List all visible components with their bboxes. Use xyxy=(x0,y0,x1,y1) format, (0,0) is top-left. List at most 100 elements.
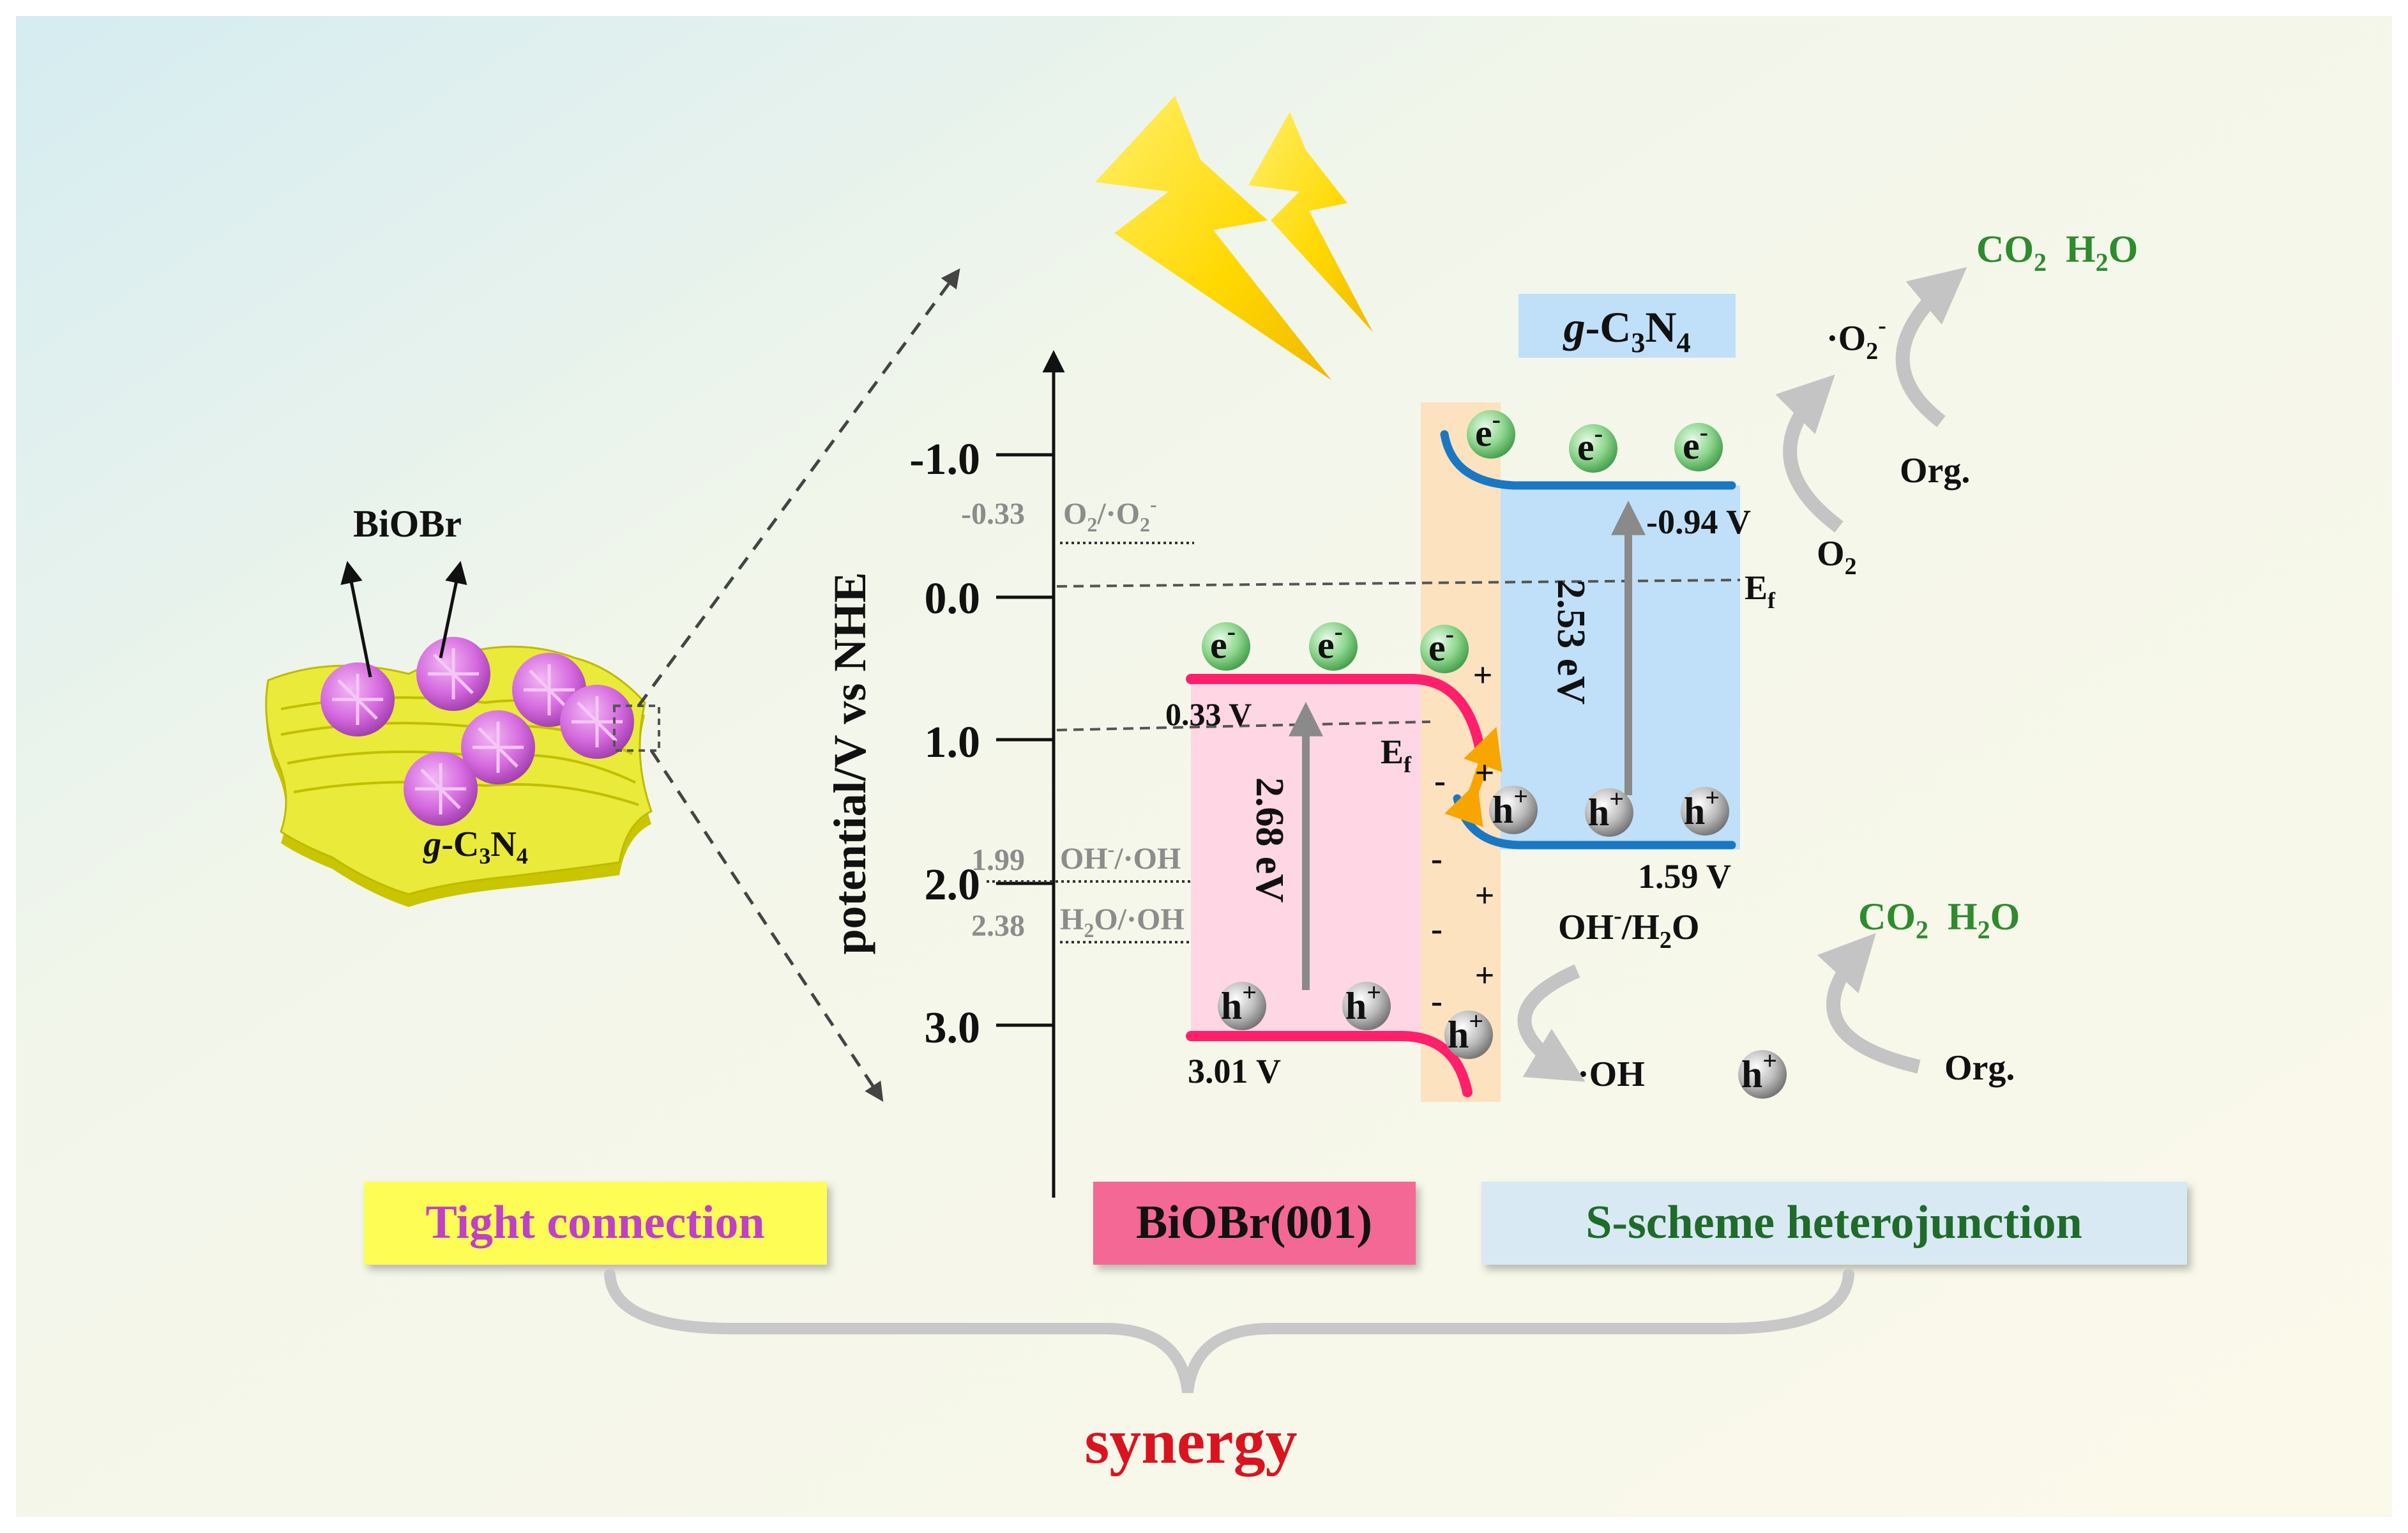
svg-text:e-: e- xyxy=(1317,617,1343,666)
purple-sphere-cluster-icon xyxy=(321,637,634,826)
negative-charge: - xyxy=(1434,761,1446,800)
zoom-line-upper xyxy=(637,268,960,707)
svg-text:h+: h+ xyxy=(1345,978,1381,1027)
electron: e- xyxy=(1467,405,1515,459)
superoxide-radical-label: ·O2- xyxy=(1826,312,1886,365)
synergy-conclusion: synergy xyxy=(1084,1406,1297,1477)
svg-text:h+: h+ xyxy=(1448,1007,1483,1056)
positive-charge: + xyxy=(1475,876,1495,915)
bibr-bandgap-label: 2.68 eV xyxy=(1248,777,1291,903)
h2o-potential-value: 2.38 xyxy=(971,909,1025,943)
gcn-electrons: e- e- e- xyxy=(1467,405,1723,473)
gcn-bandgap-label: 2.53 eV xyxy=(1549,579,1593,705)
electron: e- xyxy=(1420,620,1469,673)
electron: e- xyxy=(1202,617,1250,671)
bibr001-label: BiOBr(001) xyxy=(1136,1196,1372,1249)
water-to-hydroxyl-arrow xyxy=(1517,964,1586,1082)
positive-charge: + xyxy=(1475,754,1495,792)
bibr-fermi-label: Ef xyxy=(1381,733,1412,777)
catalyst-sphere-4 xyxy=(461,710,535,784)
tight-connection-label: Tight connection xyxy=(425,1196,764,1249)
gcn-conduction-band xyxy=(1440,430,1736,490)
synergy-brace xyxy=(604,1269,1854,1394)
positive-charge: + xyxy=(1475,956,1495,995)
s-scheme-box xyxy=(1481,1182,2187,1265)
s-scheme-label: S-scheme heterojunction xyxy=(1586,1196,2082,1249)
lower-organics-label: Org. xyxy=(1944,1048,2015,1088)
svg-text:e-: e- xyxy=(1475,405,1501,454)
bibr-electrons: e- e- e- xyxy=(1202,617,1469,673)
svg-text:e-: e- xyxy=(1577,419,1603,468)
bibr-pointer-arrow-2 xyxy=(439,561,467,659)
o2-to-superoxide-arrow xyxy=(1775,374,1844,533)
gcn-vb-value: 1.59 V xyxy=(1638,857,1731,896)
negative-charge: - xyxy=(1431,982,1443,1020)
axis-tick-label: -1.0 xyxy=(909,435,980,484)
gcn-title: g-C3N4 xyxy=(1563,303,1691,358)
svg-text:e-: e- xyxy=(1210,617,1236,666)
svg-text:h+: h+ xyxy=(1741,1046,1777,1095)
bibr-illustration-label: BiOBr xyxy=(353,503,462,545)
hole: h+ xyxy=(1218,978,1266,1030)
axis-tick-label: 1.0 xyxy=(925,718,981,767)
o2-couple-label: O2/·O2- xyxy=(1063,492,1157,536)
hole: h+ xyxy=(1444,1007,1493,1059)
hydroxide-water-label: OH-/H2O xyxy=(1558,903,1699,954)
catalyst-sphere-5 xyxy=(560,685,634,759)
hydroxyl-degradation-arrow xyxy=(1817,933,1921,1074)
lightning-bolt-icon xyxy=(1095,96,1373,380)
svg-text:e-: e- xyxy=(1683,418,1708,467)
svg-text:h+: h+ xyxy=(1684,783,1720,832)
gcn-title-box xyxy=(1518,294,1736,358)
bibr-holes: h+ h+ h+ xyxy=(1218,978,1493,1059)
negative-charge: - xyxy=(1431,910,1443,948)
axis-tick-label: 3.0 xyxy=(925,1003,981,1053)
hole: h+ xyxy=(1342,978,1391,1030)
bibr-vb-value: 3.01 V xyxy=(1188,1052,1281,1090)
interfacial-recombination-arrow xyxy=(1444,726,1503,827)
hole: h+ xyxy=(1585,784,1633,837)
axis-ticks xyxy=(996,453,1054,1027)
bibr-cb-value: 0.33 V xyxy=(1165,696,1252,732)
svg-text:h+: h+ xyxy=(1221,978,1257,1027)
gcn-illustration-label: g-C3N4 xyxy=(422,825,528,869)
svg-text:h+: h+ xyxy=(1492,782,1528,831)
interface-charges: + + + + - - - - xyxy=(1431,656,1494,1020)
hydroxyl-radical-label: ·OH xyxy=(1577,1055,1645,1094)
bibr-valence-band xyxy=(1186,1031,1473,1097)
hole: h+ xyxy=(1489,782,1538,834)
oh-couple-label: OH-/·OH xyxy=(1060,837,1181,876)
catalyst-sphere-6 xyxy=(404,752,478,826)
catalyst-sphere-2 xyxy=(416,637,490,711)
axis-tick-label: 2.0 xyxy=(925,860,981,910)
gcn-fermi-label: Ef xyxy=(1745,568,1776,613)
catalyst-sphere-1 xyxy=(321,662,395,736)
oxygen-label: O2 xyxy=(1817,534,1857,580)
negative-charge: - xyxy=(1431,839,1443,878)
electron: e- xyxy=(1309,617,1358,671)
bibr-pointer-arrow-1 xyxy=(340,561,372,678)
hole: h+ xyxy=(1681,783,1729,835)
upper-organics-label: Org. xyxy=(1900,451,1970,491)
bibr-fermi-line xyxy=(1056,721,1431,731)
zoom-line-lower xyxy=(649,749,884,1102)
electron: e- xyxy=(1569,419,1617,473)
svg-text:e-: e- xyxy=(1428,620,1454,669)
bibr001-box xyxy=(1093,1182,1416,1265)
gcn-cb-value: -0.94 V xyxy=(1646,503,1751,541)
electron: e- xyxy=(1674,418,1723,471)
h2o-couple-label: H2O/·OH xyxy=(1060,903,1185,942)
oh-potential-value: 1.99 xyxy=(971,843,1025,877)
solution-hole: h+ xyxy=(1738,1046,1787,1099)
gcn-holes: h+ h+ h+ xyxy=(1489,782,1729,837)
positive-charge: + xyxy=(1473,656,1493,694)
superoxide-degradation-arrow xyxy=(1895,267,1967,427)
axis-tick-label: 0.0 xyxy=(925,574,981,623)
axis-title: potential/V vs NHE xyxy=(824,572,875,955)
tight-connection-box xyxy=(364,1182,827,1265)
o2-potential-value: -0.33 xyxy=(961,497,1025,531)
